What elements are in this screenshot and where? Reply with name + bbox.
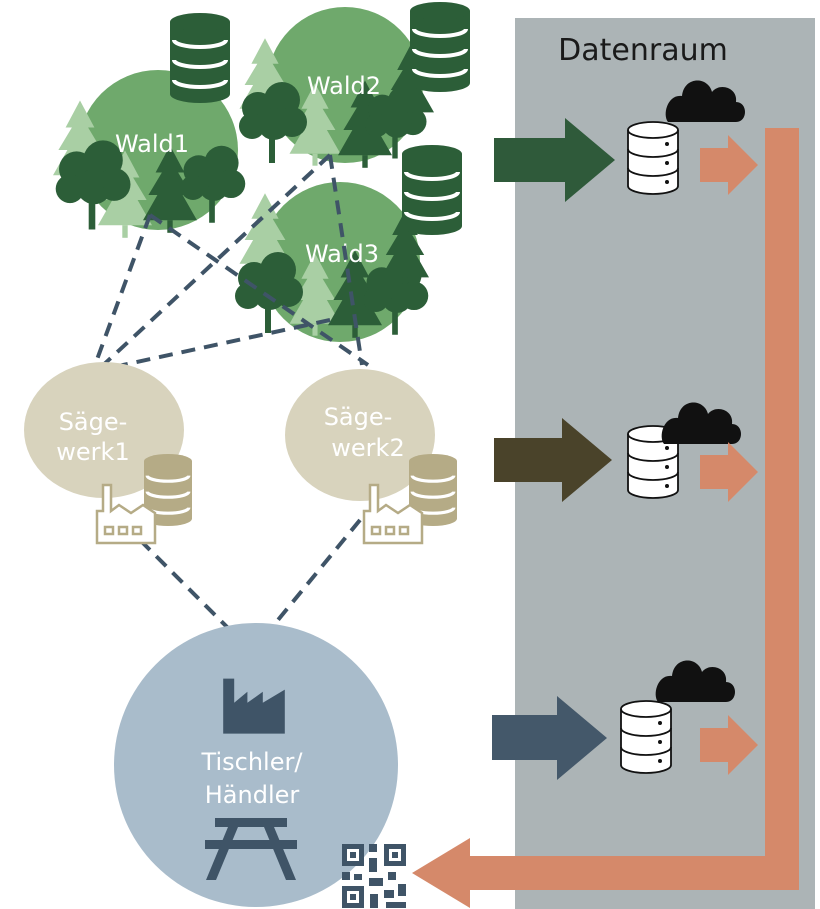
factory-icon xyxy=(223,678,285,734)
saegewerk2-label-line1: Säge- xyxy=(324,403,393,431)
data-space-node-sawmill xyxy=(627,402,758,502)
data-space-node-carpenter xyxy=(620,660,758,775)
wald3-label: Wald3 xyxy=(305,240,379,268)
panel-title: Datenraum xyxy=(558,33,728,68)
tischler-label-line2: Händler xyxy=(205,781,300,809)
qr-code-icon xyxy=(342,844,406,908)
tischler-haendler: Tischler/ Händler xyxy=(114,623,398,907)
bench-icon xyxy=(205,818,297,880)
saegewerk1: Säge- werk1 xyxy=(24,362,192,545)
forest-wald2: Wald2 xyxy=(239,7,434,168)
wald1-label: Wald1 xyxy=(115,130,189,158)
carpenter-data-arrow xyxy=(492,696,607,780)
database-icon xyxy=(627,121,679,195)
sawmill-data-arrow xyxy=(494,418,612,502)
forest-wald1: Wald1 xyxy=(53,70,246,238)
factory-icon xyxy=(95,483,157,545)
saegewerk2-label-line2: werk2 xyxy=(331,434,404,462)
forest-data-arrow xyxy=(494,118,615,202)
saegewerk1-label-line2: werk1 xyxy=(56,438,129,466)
saegewerk2: Säge- werk2 xyxy=(285,369,457,545)
data-space-node-forest xyxy=(627,80,758,195)
database-icon xyxy=(409,454,457,526)
database-icon xyxy=(144,454,192,526)
saegewerk1-label-line1: Säge- xyxy=(59,408,128,436)
tischler-label-line1: Tischler/ xyxy=(201,748,304,776)
return-arrow xyxy=(412,128,799,908)
orange-arrow xyxy=(700,715,758,775)
orange-arrow xyxy=(700,135,758,195)
factory-icon xyxy=(362,483,424,545)
forest-wald3: Wald3 xyxy=(235,182,429,342)
database-icon xyxy=(400,143,464,237)
database-icon xyxy=(408,0,472,94)
wald2-label: Wald2 xyxy=(307,72,381,100)
database-icon xyxy=(168,11,232,105)
database-icon xyxy=(620,700,672,774)
orange-arrow xyxy=(700,442,758,502)
